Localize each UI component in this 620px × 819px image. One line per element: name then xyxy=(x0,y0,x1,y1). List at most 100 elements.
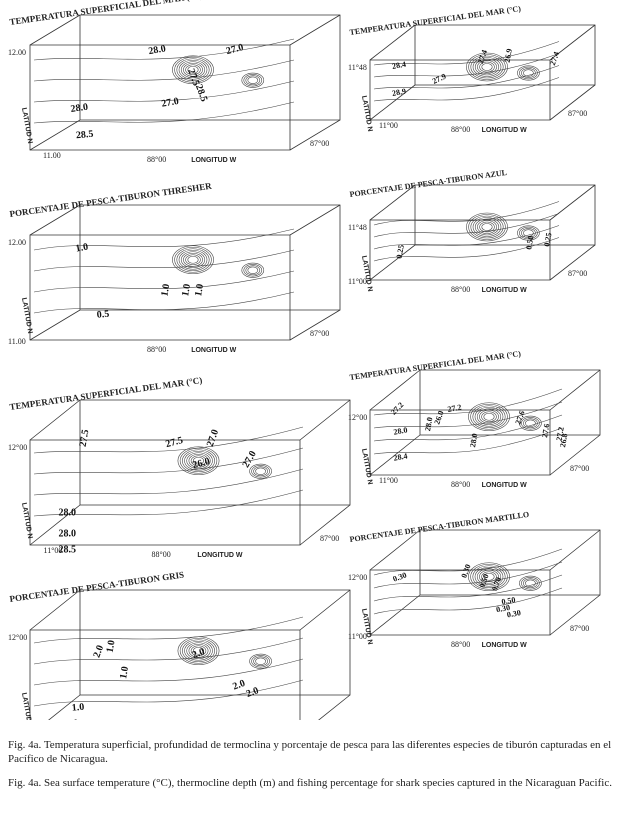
lon-tick: 87°00 xyxy=(570,624,589,633)
sst-title: TEMPERATURA SUPERFICIAL DEL MAR (°C) xyxy=(9,375,203,412)
lat-tick: 11°00 xyxy=(44,546,63,555)
catch-isoline-label: 0.25 xyxy=(542,232,553,247)
lat-tick: 12.00 xyxy=(8,238,26,247)
catch-isoline-label: 0.30 xyxy=(459,563,472,579)
lat-tick: 12°00 xyxy=(348,413,367,422)
isotherm-label: 28.0 xyxy=(468,433,479,448)
isotherm-label: 28.5 xyxy=(193,83,209,103)
catch-isoline-label: 0.50 xyxy=(501,595,516,606)
isotherm-label: 28.4 xyxy=(391,60,406,71)
lat-tick: 12°00 xyxy=(8,443,27,452)
lon-axis-label: LONGITUD W xyxy=(482,287,527,294)
lat-axis-label: LATITUD N xyxy=(360,448,373,485)
isotherm-label: 28.5 xyxy=(59,544,77,555)
catch-isoline-label: 2.0 xyxy=(231,678,247,693)
sst-title: TEMPERATURA SUPERFICIAL DEL MAR (°C) xyxy=(349,349,522,382)
catch-isoline-label: 1.0 xyxy=(71,702,84,714)
panel-4: TEMPERATURA SUPERFICIAL DEL MAR (°C) 12°0… xyxy=(348,349,601,649)
lon-axis-label: LONGITUD W xyxy=(482,482,527,489)
catch-title: PORCENTAJE DE PESCA-TIBURON MARTILLO xyxy=(349,510,530,544)
lon-tick: 88°00 xyxy=(451,285,470,294)
catch-isoline-label: 1.0 xyxy=(118,666,131,680)
isotherm-label: 26.0 xyxy=(191,456,211,471)
lon-tick: 88°00 xyxy=(152,550,171,559)
isotherm-label: 28.0 xyxy=(393,425,408,436)
catch-isoline-label: 0.50 xyxy=(524,235,535,250)
lat-axis-label: LATITUD N xyxy=(360,255,373,292)
lat-tick: 11°48 xyxy=(348,223,367,232)
catch-isoline-label: 0.50 xyxy=(477,573,490,589)
lat-tick: 12°00 xyxy=(8,633,27,642)
lat-axis-label: LATITUD N xyxy=(20,502,33,539)
isotherm-label: 27.2 xyxy=(447,403,462,414)
lat-tick: 11°00 xyxy=(379,476,398,485)
lon-tick: 87°00 xyxy=(568,269,587,278)
catch-isoline-label: 2.0 xyxy=(191,646,207,661)
lat-axis-label: LATITUD N xyxy=(20,107,33,144)
isotherm-label: 27.4 xyxy=(476,49,489,65)
lat-tick: 11.00 xyxy=(8,337,26,346)
lon-axis-label: LONGITUD W xyxy=(191,157,236,164)
isotherm-label: 27.4 xyxy=(548,50,561,66)
isotherm-label: 28.9 xyxy=(391,87,406,98)
isotherm-label: 27.6 xyxy=(540,423,551,438)
catch-isoline-label: 0.5 xyxy=(96,309,109,321)
lon-tick: 87°00 xyxy=(568,109,587,118)
catch-isoline-label: 0.30 xyxy=(506,608,521,619)
catch-isoline-label: 0.25 xyxy=(395,244,406,259)
lat-tick: 11°00 xyxy=(379,121,398,130)
lat-tick: 12.00 xyxy=(8,48,26,57)
figure-captions: Fig. 4a. Temperatura superficial, profun… xyxy=(8,738,614,800)
lon-axis-label: LONGITUD W xyxy=(482,642,527,649)
isotherm-label: 27.0 xyxy=(225,42,245,57)
isotherm-label: 28.0 xyxy=(423,416,434,431)
lat-tick: 11.00 xyxy=(43,151,61,160)
catch-isoline-label: 1.0 xyxy=(159,283,172,297)
lon-tick: 87°00 xyxy=(310,139,329,148)
catch-isoline-label: 1.0 xyxy=(180,283,193,297)
lon-tick: 88°00 xyxy=(451,480,470,489)
isotherm-label: 27.9 xyxy=(431,72,447,86)
isotherm-label: 26.0 xyxy=(432,409,445,425)
isotherm-label: 28.0 xyxy=(148,43,167,57)
isotherm-label: 26.8 xyxy=(558,433,569,448)
figure-4a: TEMPERATURA SUPERFICIAL DEL MAR (°C) 12.0… xyxy=(8,0,601,720)
sst-title: TEMPERATURA SUPERFICIAL DEL MAR (°C) xyxy=(349,4,522,37)
isotherm-label: 28.0 xyxy=(59,529,77,540)
panel-3: TEMPERATURA SUPERFICIAL DEL MAR (°C) 12°0… xyxy=(8,375,351,720)
isotherm-label: 27.2 xyxy=(555,426,566,441)
caption-spanish: Fig. 4a. Temperatura superficial, profun… xyxy=(8,739,612,765)
catch-title: PORCENTAJE DE PESCA-TIBURON GRIS xyxy=(9,570,185,604)
lon-tick: 88°00 xyxy=(147,155,166,164)
lon-tick: 87°00 xyxy=(320,534,339,543)
lon-tick: 88°00 xyxy=(451,640,470,649)
panel-1: TEMPERATURA SUPERFICIAL DEL MAR (°C)12.0… xyxy=(8,0,341,354)
lat-axis-label: LATITUD N xyxy=(360,95,373,132)
lon-tick: 87°00 xyxy=(310,329,329,338)
lat-tick: 11°00 xyxy=(348,277,367,286)
catch-isoline-label: 1.0 xyxy=(105,639,118,653)
isotherm-label: 28.0 xyxy=(70,102,89,115)
catch-isoline-label: 2.0 xyxy=(245,685,261,700)
catch-isoline-label: 0.30 xyxy=(392,570,408,583)
catch-isoline-label: 2.0 xyxy=(91,644,106,660)
catch-isoline-label: 0.70 xyxy=(490,576,503,592)
lon-axis-label: LONGITUD W xyxy=(482,127,527,134)
catch-isoline-label: 1.0 xyxy=(193,283,206,297)
isotherm-label: 28.0 xyxy=(59,508,77,519)
isotherm-label: 27.0 xyxy=(161,96,180,110)
catch-isoline-label: 0.30 xyxy=(495,603,510,614)
isotherm-label: 28.4 xyxy=(393,451,408,462)
catch-title: PORCENTAJE DE PESCA-TIBURON THRESHER xyxy=(9,181,213,219)
lon-tick: 88°00 xyxy=(451,125,470,134)
isotherm-label: 26.9 xyxy=(503,48,514,63)
lon-axis-label: LONGITUD W xyxy=(191,347,236,354)
lon-axis-label: LONGITUD W xyxy=(197,552,242,559)
lon-tick: 87°00 xyxy=(570,464,589,473)
catch-isoline-label: 1.0 xyxy=(75,242,89,255)
lat-axis-label: LATITUD N xyxy=(20,297,33,334)
lat-tick: 11°00 xyxy=(348,632,367,641)
isotherm-label: 27.2 xyxy=(389,400,405,416)
lat-tick: 12°00 xyxy=(348,573,367,582)
isotherm-label: 27.5 xyxy=(164,435,184,450)
